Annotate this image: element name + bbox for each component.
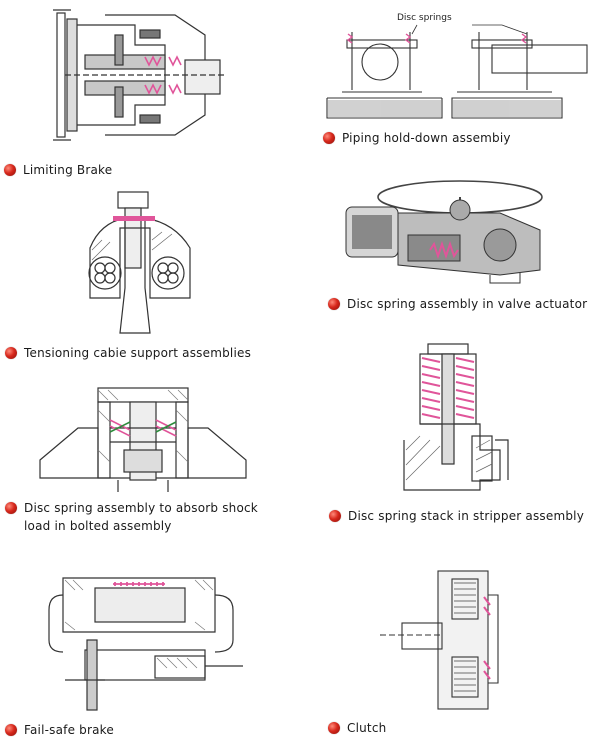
stripper-figure [400, 340, 510, 498]
bullet-icon [328, 298, 340, 310]
bullet-icon [323, 132, 335, 144]
bullet-icon [328, 722, 340, 734]
caption-shock-load-line1: Disc spring assembly to absorb shock [24, 501, 258, 515]
tensioning-cable-support-figure [80, 188, 200, 338]
valve-actuator-figure [340, 175, 580, 285]
bullet-icon [5, 724, 17, 736]
clutch-figure [380, 565, 510, 715]
caption-shock-load-line2: load in bolted assembly [24, 519, 172, 533]
caption-piping-hold-down: Piping hold-down assembiy [323, 129, 511, 147]
disc-springs-label: Disc springs [397, 13, 452, 23]
caption-shock-load: Disc spring assembly to absorb shock loa… [5, 499, 258, 535]
bullet-icon [5, 502, 17, 514]
limiting-brake-figure [45, 5, 230, 145]
shock-load-bolted-figure [38, 380, 248, 492]
bullet-icon [4, 164, 16, 176]
caption-valve-actuator: Disc spring assembly in valve actuator [328, 295, 587, 313]
caption-fail-safe-brake: Fail-safe brake [5, 721, 114, 739]
bullet-icon [5, 347, 17, 359]
caption-stripper: Disc spring stack in stripper assembly [329, 507, 584, 525]
piping-hold-down-figure: Disc springs [322, 10, 592, 122]
caption-limiting-brake: Limiting Brake [4, 161, 112, 179]
caption-tensioning: Tensioning cabie support assemblies [5, 344, 251, 362]
fail-safe-brake-figure [45, 570, 245, 712]
caption-clutch: Clutch [328, 719, 386, 737]
bullet-icon [329, 510, 341, 522]
